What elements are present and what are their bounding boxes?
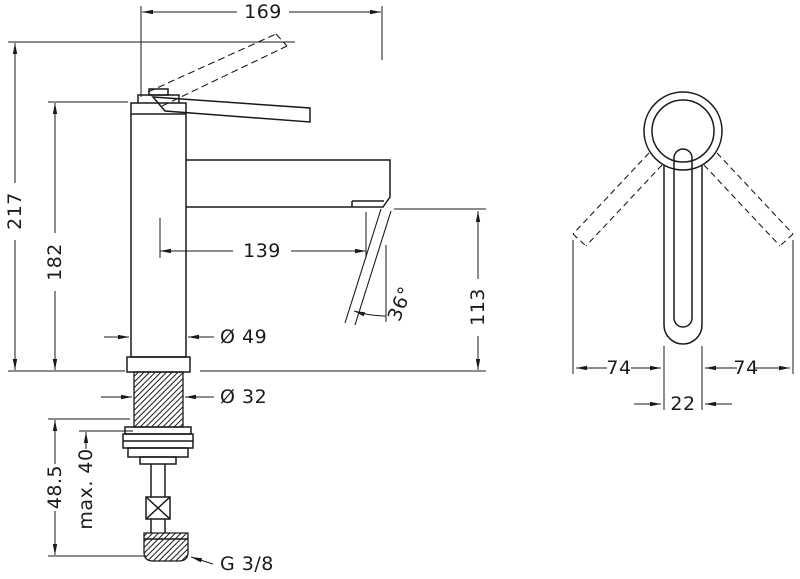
dim-body-diameter-label: Ø 49: [220, 326, 267, 348]
dim-max-deck-thickness-label: max. 40: [75, 448, 97, 529]
dim-body-height-label: 182: [44, 243, 66, 281]
dim-spout-height-label: 113: [467, 288, 489, 326]
front-view-dimension-lines: [572, 240, 794, 410]
angle-arc: [353, 310, 387, 317]
faucet-lever: [151, 96, 311, 123]
thread-shank: [133, 371, 184, 428]
dim-handle-swing-left-label: 74: [606, 357, 631, 379]
handle-loop-slot: [673, 148, 693, 328]
dim-handle-swing-right-label: 74: [733, 357, 758, 379]
mounting-nut: [122, 426, 194, 465]
dim-shank-diameter-label: Ø 32: [220, 386, 267, 408]
side-view-dimension-lines: [8, 6, 486, 565]
faucet-side-view: 169 217 182 139 113 36° Ø 49 Ø 32 48.5 m…: [4, 1, 489, 575]
faucet-body: [126, 88, 191, 373]
dim-overall-depth-label: 169: [244, 1, 282, 23]
dim-connection-thread-label: G 3/8: [220, 553, 274, 575]
handle-knob-outer: [643, 91, 723, 171]
dim-spout-reach-label: 139: [243, 240, 281, 262]
water-stream-lines: [344, 208, 392, 326]
faucet-spout: [186, 159, 391, 208]
dim-total-height-label: 217: [4, 192, 26, 230]
dim-handle-width-label: 22: [670, 393, 695, 415]
lever-raised-dashed: [147, 33, 288, 107]
hose-connector-nut: [143, 532, 189, 562]
handle-swing-dashed-right: [703, 152, 794, 247]
faucet-front-view: 74 74 22: [572, 91, 794, 415]
handle-swing-dashed-left: [572, 152, 663, 247]
dim-hose-length-label: 48.5: [44, 465, 66, 509]
supply-hose: [145, 464, 171, 533]
handle-knob-inner: [651, 99, 715, 163]
dim-stream-angle-label: 36°: [384, 283, 418, 324]
handle-loop-outer: [663, 165, 703, 345]
